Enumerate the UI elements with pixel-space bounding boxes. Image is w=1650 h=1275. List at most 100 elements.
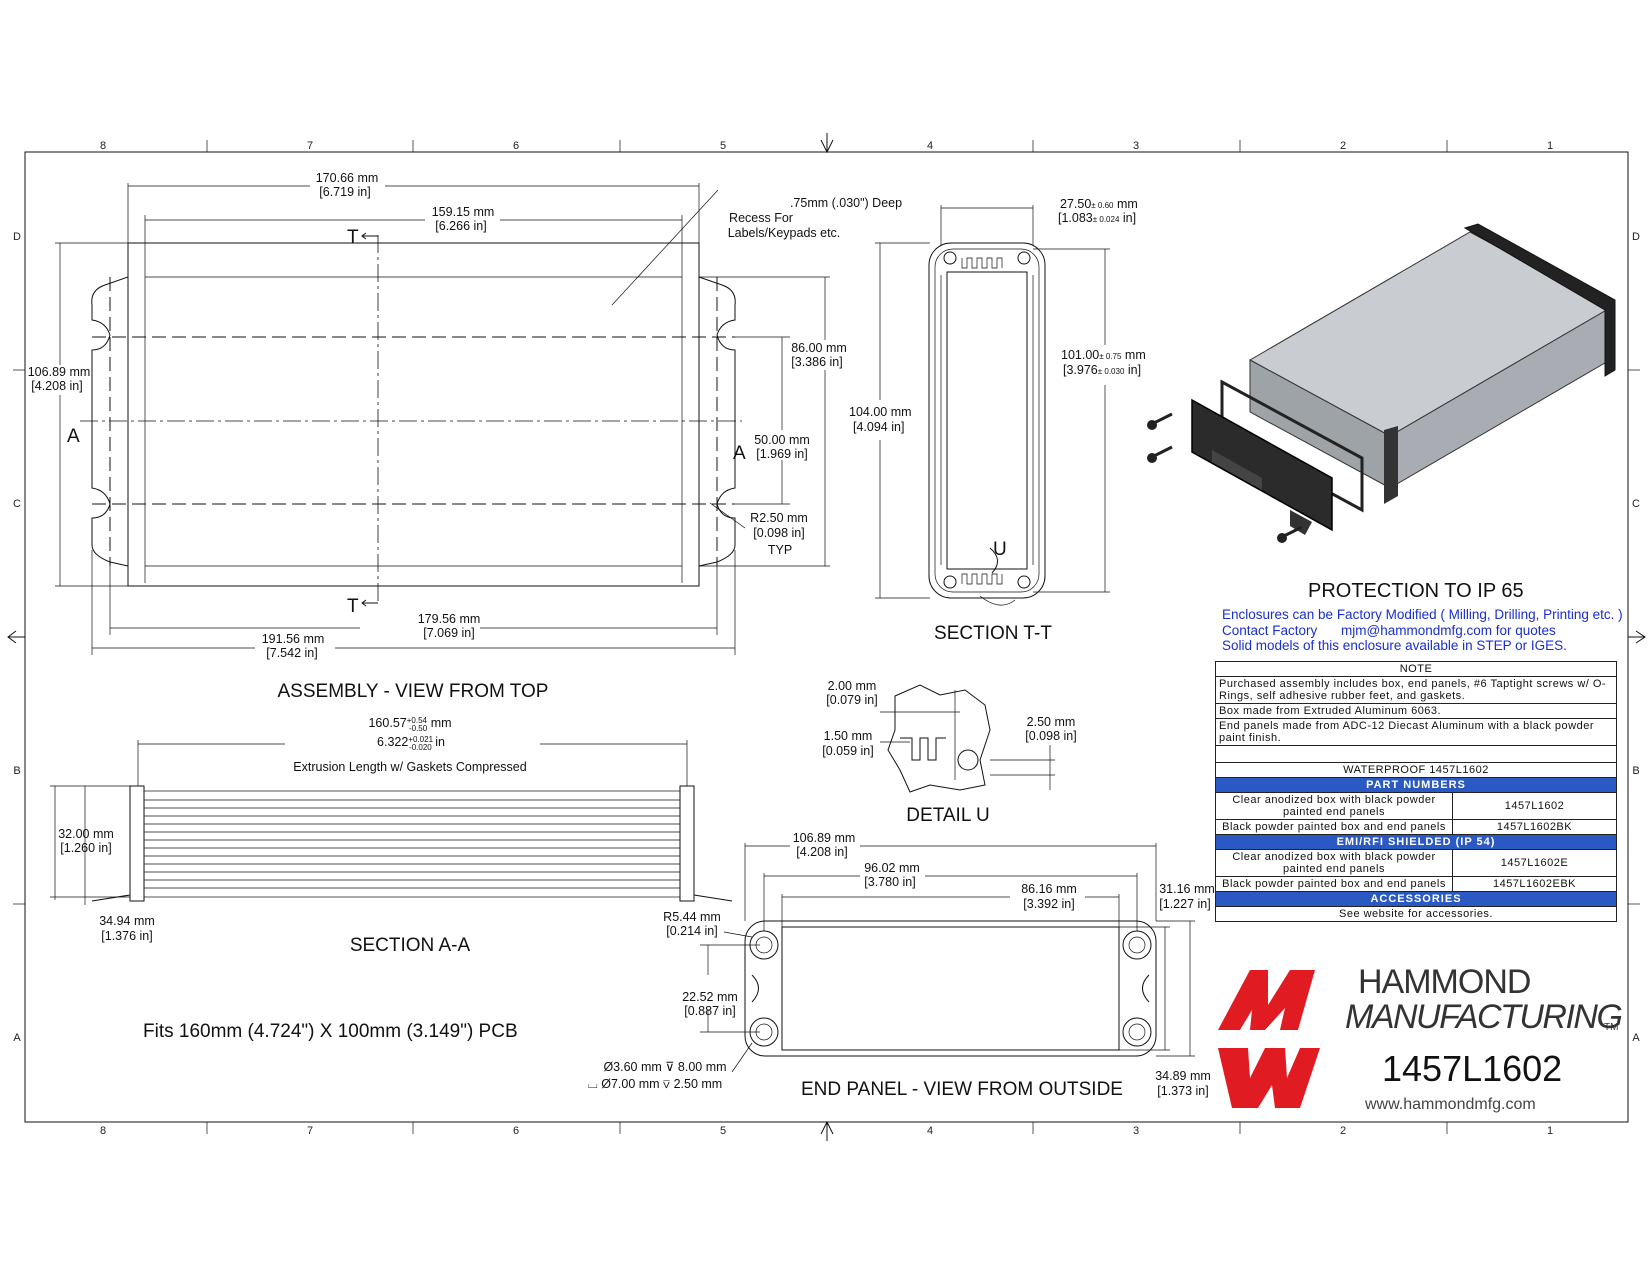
dim-191-in: [7.542 in]: [266, 646, 317, 660]
dim-15-in: [0.059 in]: [822, 744, 873, 758]
dim-106-end: 106.89 mm: [793, 831, 856, 845]
note-row-spacer: [1215, 745, 1617, 763]
dim-160-in: 6.322+0.021-0.020 in: [377, 735, 445, 752]
dim-r250: R2.50 mm: [750, 511, 808, 525]
zone-col-6: 6: [513, 140, 519, 152]
brand-line-2: MANUFACTURING: [1345, 998, 1623, 1036]
dim-106-in: [4.208 in]: [31, 379, 82, 393]
zone-col-4-bottom: 4: [927, 1125, 933, 1137]
dim-179-in: [7.069 in]: [423, 626, 474, 640]
zone-row-d-right: D: [1632, 231, 1640, 243]
end-panel-title: END PANEL - VIEW FROM OUTSIDE: [801, 1079, 1123, 1100]
note-row-3: End panels made from ADC-12 Diecast Alum…: [1215, 718, 1617, 746]
dim-159-in: [6.266 in]: [435, 219, 486, 233]
dim-25: 2.50 mm: [1027, 715, 1076, 729]
section-tt-dims: 27.50± 0.60 mm [1.083± 0.024 in] 104.00 …: [849, 197, 1146, 434]
brand-url[interactable]: www.hammondmfg.com: [1365, 1096, 1536, 1113]
part-number: 1457L1602: [1452, 792, 1617, 820]
dim-170-in: [6.719 in]: [319, 185, 370, 199]
dim-179: 179.56 mm: [418, 612, 481, 626]
dim-31: 31.16 mm: [1159, 882, 1215, 896]
marker-a-right: A: [733, 443, 746, 464]
emi-header: EMI/RFI SHIELDED (IP 54): [1215, 834, 1617, 850]
center-mark-bottom: [820, 1120, 834, 1141]
marker-a-left: A: [67, 426, 80, 447]
brand-tm: TM: [1604, 1022, 1619, 1033]
pcb-note: Fits 160mm (4.724") X 100mm (3.149") PCB: [143, 1021, 518, 1042]
dim-27: 27.50± 0.60 mm: [1060, 197, 1138, 211]
part-desc: Black powder painted box and end panels: [1215, 819, 1453, 835]
top-view-title: ASSEMBLY - VIEW FROM TOP: [278, 681, 549, 702]
zone-row-b-right: B: [1632, 765, 1639, 777]
dim-106: 106.89 mm: [28, 365, 91, 379]
protection-line-2a: Contact Factory: [1222, 623, 1318, 638]
top-view-markers: T T A A: [67, 227, 746, 617]
recess-note-1: .75mm (.030") Deep: [790, 196, 902, 210]
section-aa-title: SECTION A-A: [350, 935, 471, 956]
section-tt-title: SECTION T-T: [934, 623, 1052, 644]
dim-191: 191.56 mm: [262, 632, 325, 646]
dim-32-in: [1.260 in]: [60, 841, 111, 855]
part-desc: Clear anodized box with black powder pai…: [1215, 792, 1453, 820]
dim-34-end: 34.89 mm: [1155, 1069, 1211, 1083]
dim-160: 160.57+0.54-0.50 mm: [368, 716, 451, 733]
end-panel-drawing: [700, 843, 1195, 1073]
protection-line-1: Enclosures can be Factory Modified ( Mil…: [1222, 607, 1623, 622]
dim-106-end-in: [4.208 in]: [796, 845, 847, 859]
zone-col-6-bottom: 6: [513, 1125, 519, 1137]
zone-col-5: 5: [720, 140, 726, 152]
emi-part-number: 1457L1602EBK: [1452, 876, 1617, 892]
dim-50: 50.00 mm: [754, 433, 810, 447]
emi-part-number: 1457L1602E: [1452, 849, 1617, 877]
marker-t-top: T: [347, 227, 359, 248]
dim-170: 170.66 mm: [316, 171, 379, 185]
center-mark-top: [820, 133, 834, 154]
recess-note-3: Labels/Keypads etc.: [728, 226, 841, 240]
protection-line-3: Solid models of this enclosure available…: [1222, 638, 1567, 653]
zone-row-a: A: [13, 1032, 21, 1044]
dim-32: 32.00 mm: [58, 827, 114, 841]
section-aa-drawing: [50, 740, 733, 905]
waterproof-label: WATERPROOF 1457L1602: [1215, 762, 1617, 778]
zone-col-7-bottom: 7: [307, 1125, 313, 1137]
emi-part-desc: Black powder painted box and end panels: [1215, 876, 1453, 892]
dim-15: 1.50 mm: [824, 729, 873, 743]
hole-spec-1: Ø3.60 mm ⊽ 8.00 mm: [603, 1060, 726, 1074]
emi-part-desc: Clear anodized box with black powder pai…: [1215, 849, 1453, 877]
dim-86-end-in: [3.392 in]: [1023, 897, 1074, 911]
zone-labels: 8 7 6 5 4 3 2 1 8 7 6 5 4 3 2 1 D C B A …: [13, 140, 1640, 1137]
note-header: NOTE: [1215, 661, 1617, 677]
part-number: 1457L1602BK: [1452, 819, 1617, 835]
dim-31-in: [1.227 in]: [1159, 897, 1210, 911]
hole-spec-2: ⌴ Ø7.00 mm ⊽ 2.50 mm: [588, 1077, 722, 1091]
brand-line-1: HAMMOND: [1358, 963, 1531, 1001]
dim-2-in: [0.079 in]: [826, 693, 877, 707]
dim-27-in: [1.083± 0.024 in]: [1058, 211, 1136, 225]
recess-note-2: Recess For: [729, 211, 793, 225]
protection-line-2b[interactable]: mjm@hammondmfg.com for quotes: [1341, 623, 1556, 638]
zone-col-3-bottom: 3: [1133, 1125, 1139, 1137]
dim-104-in: [4.094 in]: [853, 420, 904, 434]
section-aa-dims: 160.57+0.54-0.50 mm 6.322+0.021-0.020 in…: [58, 716, 527, 943]
zone-col-7: 7: [307, 140, 313, 152]
zone-col-2-bottom: 2: [1340, 1125, 1346, 1137]
dim-34-in: [1.376 in]: [101, 929, 152, 943]
protection-title: PROTECTION TO IP 65: [1308, 580, 1524, 602]
dim-r250-in: [0.098 in]: [753, 526, 804, 540]
dim-34-end-in: [1.373 in]: [1157, 1084, 1208, 1098]
zone-col-4: 4: [927, 140, 933, 152]
dim-25-in: [0.098 in]: [1025, 729, 1076, 743]
part-numbers-header: PART NUMBERS: [1215, 777, 1617, 793]
top-view-dims: 170.66 mm [6.719 in] 159.15 mm [6.266 in…: [28, 171, 902, 660]
hammond-logo: [1218, 970, 1320, 1108]
dim-86: 86.00 mm: [791, 341, 847, 355]
brand-part-number: 1457L1602: [1382, 1048, 1563, 1089]
zone-col-2: 2: [1340, 140, 1346, 152]
dim-34: 34.94 mm: [99, 914, 155, 928]
zone-col-8-bottom: 8: [100, 1125, 106, 1137]
dim-22-in: [0.887 in]: [684, 1004, 735, 1018]
dim-101: 101.00± 0.75 mm: [1061, 348, 1146, 362]
detail-u-title: DETAIL U: [906, 805, 989, 826]
zone-row-c: C: [13, 498, 21, 510]
